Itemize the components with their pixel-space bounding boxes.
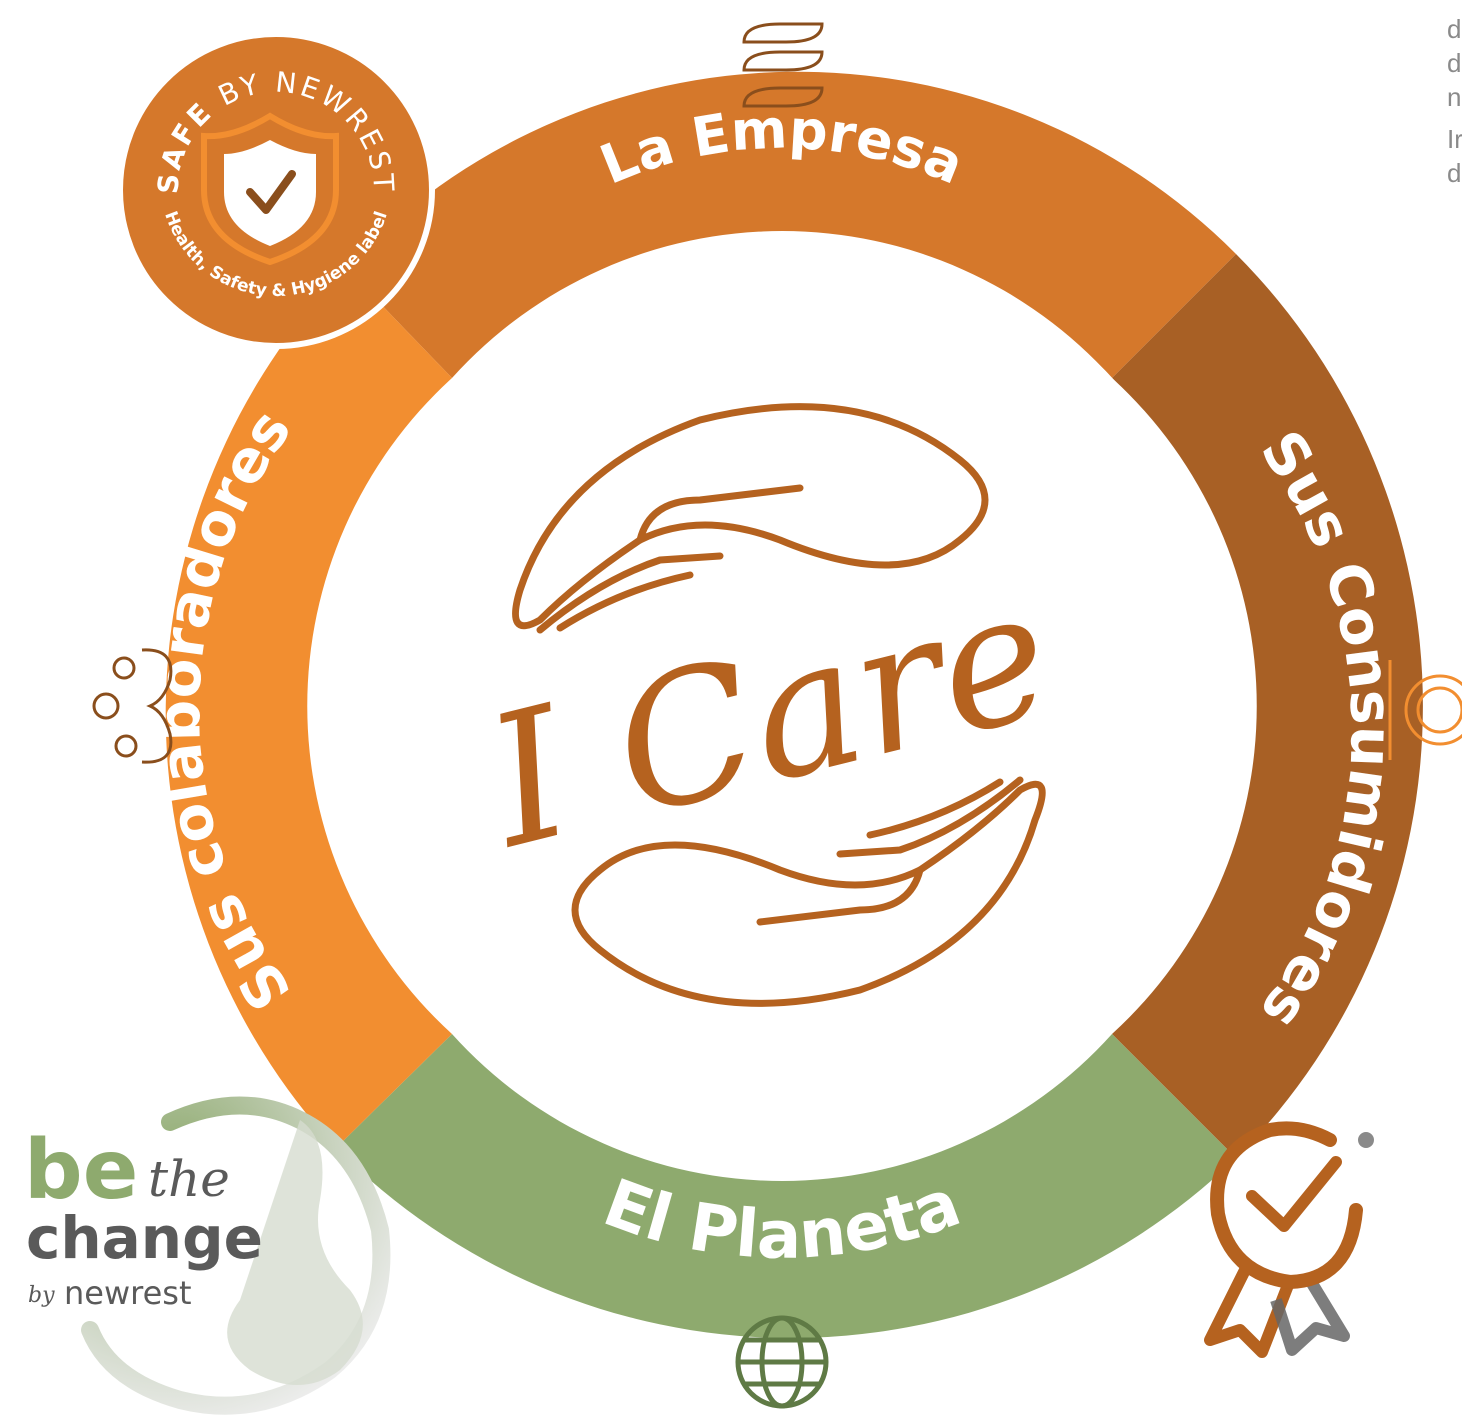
globe-icon — [735, 1315, 829, 1409]
notch-top — [708, 250, 856, 324]
segment-sus-consumidores — [1112, 254, 1423, 1158]
segment-el-planeta — [336, 1034, 1236, 1338]
segment-la-empresa — [346, 71, 1236, 379]
shield-check-icon — [201, 112, 339, 266]
clipped-line: n — [1447, 82, 1462, 112]
notch-bottom — [708, 1088, 856, 1162]
award-ribbon-icon — [1204, 1121, 1374, 1358]
be-the-change-logo: be the change by newrest — [24, 1096, 391, 1415]
people-icon — [92, 648, 173, 764]
hands-icon — [512, 403, 1046, 1007]
btc-change: change — [26, 1204, 263, 1272]
safe-badge: SAFE BY NEWREST Health, Safety & Hygiene… — [117, 31, 435, 349]
btc-the: the — [148, 1150, 230, 1208]
notch-left — [330, 628, 404, 784]
btc-be: be — [24, 1123, 138, 1218]
segment-sus-colaboradores — [165, 268, 452, 1148]
ring-quadrants — [165, 71, 1423, 1338]
stack-icon — [742, 22, 824, 108]
plate-cutlery-icon — [1388, 660, 1462, 760]
notch-right — [1164, 628, 1234, 784]
clipped-line: d — [1447, 48, 1462, 78]
clipped-line: Ir — [1447, 124, 1462, 154]
clipped-side-text: d d n Ir d — [1447, 12, 1462, 190]
inner-circle — [342, 266, 1222, 1146]
clipped-line: d — [1447, 158, 1462, 188]
btc-brand: newrest — [64, 1274, 192, 1312]
clipped-line: d — [1447, 14, 1462, 44]
btc-by: by — [28, 1283, 55, 1308]
